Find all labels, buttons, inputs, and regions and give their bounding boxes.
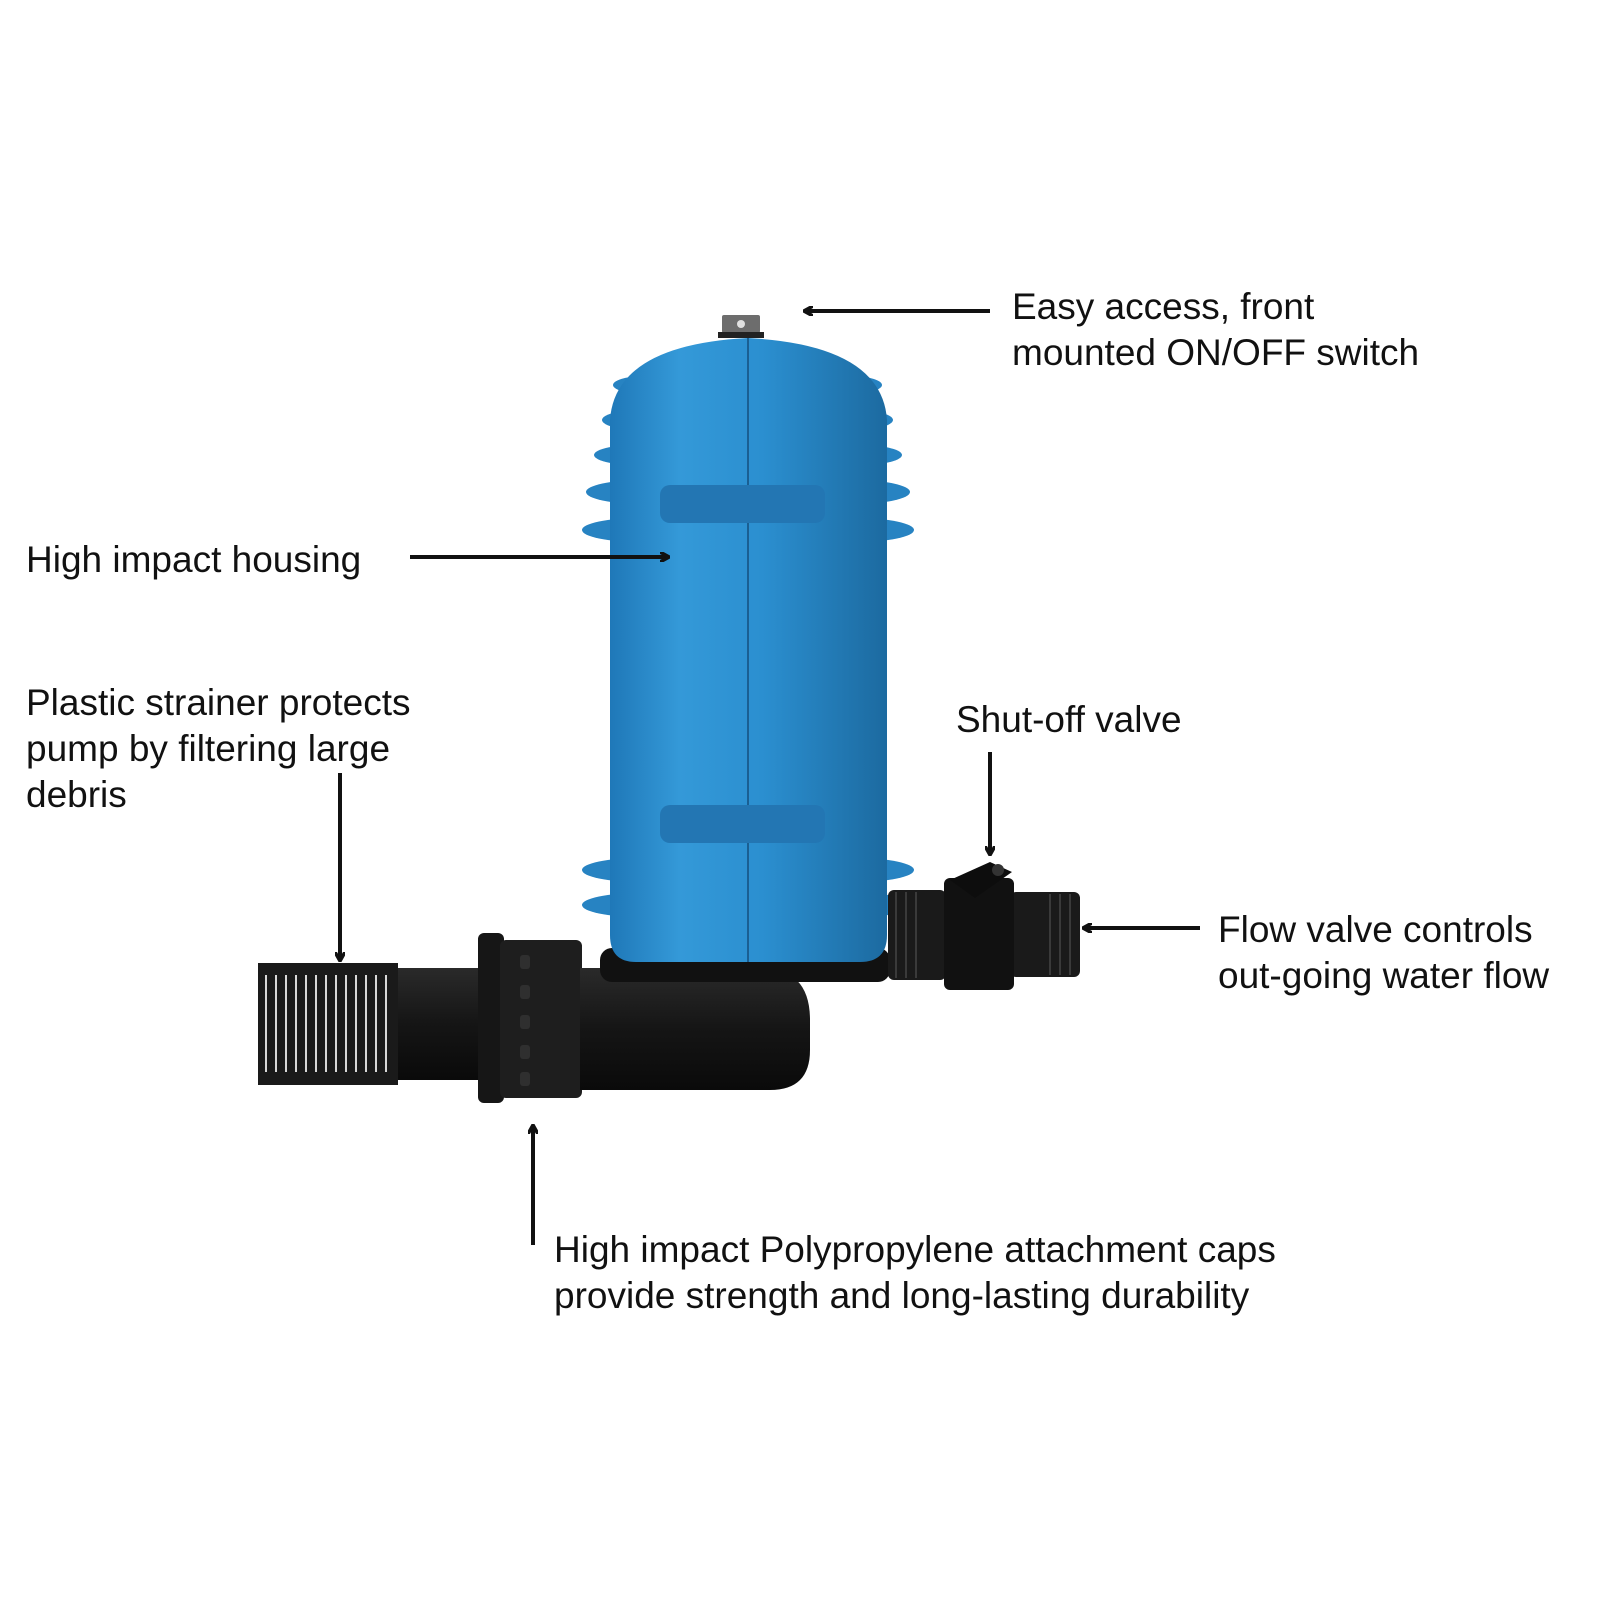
callout-strainer: Plastic strainer protects pump by filter… xyxy=(26,680,411,818)
callout-switch: Easy access, front mounted ON/OFF switch xyxy=(1012,284,1419,376)
callout-shutoff: Shut-off valve xyxy=(956,697,1182,743)
on-off-switch xyxy=(718,315,764,338)
callout-arrows xyxy=(340,311,1200,1245)
housing-part xyxy=(582,338,914,962)
callout-caps-line-2: provide strength and long-lasting durabi… xyxy=(554,1275,1250,1316)
callout-switch-line-1: Easy access, front xyxy=(1012,286,1315,327)
callout-housing-line-1: High impact housing xyxy=(26,539,362,580)
elbow-part xyxy=(580,968,810,1090)
callout-caps: High impact Polypropylene attachment cap… xyxy=(554,1227,1276,1319)
callout-strainer-line-3: debris xyxy=(26,774,127,815)
callout-shutoff-line-1: Shut-off valve xyxy=(956,699,1182,740)
callout-caps-line-1: High impact Polypropylene attachment cap… xyxy=(554,1229,1276,1270)
callout-housing: High impact housing xyxy=(26,537,361,583)
callout-flow-line-2: out-going water flow xyxy=(1218,955,1550,996)
callout-strainer-line-2: pump by filtering large xyxy=(26,728,391,769)
callout-flow-line-1: Flow valve controls xyxy=(1218,909,1533,950)
callout-strainer-line-1: Plastic strainer protects xyxy=(26,682,411,723)
outlet-valve xyxy=(888,862,1080,990)
callout-switch-line-2: mounted ON/OFF switch xyxy=(1012,332,1420,373)
callout-flow: Flow valve controls out-going water flow xyxy=(1218,907,1549,999)
attachment-cap xyxy=(478,933,582,1103)
strainer-part xyxy=(258,963,478,1085)
